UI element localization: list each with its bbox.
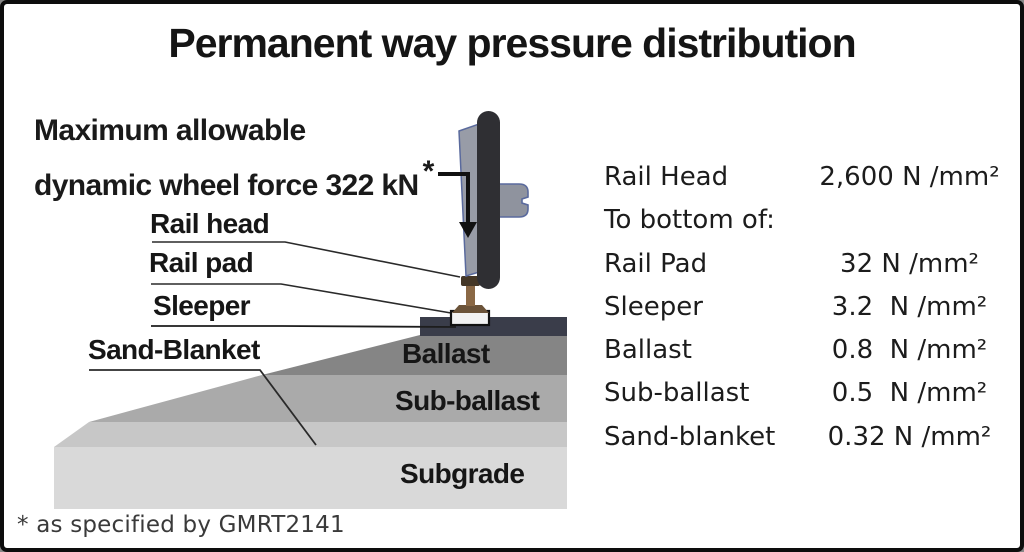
rail-pad-leader-line	[151, 283, 452, 314]
rail-web-shape	[466, 284, 475, 306]
row-label: Ballast	[604, 335, 692, 366]
label-sleeper: Sleeper	[153, 290, 251, 321]
force-arrow-head	[459, 222, 477, 238]
row-label: Sand-blanket	[604, 421, 776, 452]
page-title: Permanent way pressure distribution	[168, 20, 856, 66]
sand-blanket-layer	[54, 422, 567, 447]
pressure-table: Rail Head 2,600 N /mm² To bottom of: Rai…	[604, 162, 1012, 465]
cross-section-diagram	[54, 111, 567, 509]
row-value: 0.32 N /mm²	[827, 421, 992, 452]
row-label: Sub-ballast	[604, 378, 750, 409]
footnote: * as specified by GMRT2141	[17, 512, 345, 538]
force-arrow-line	[438, 172, 470, 224]
rail-head-leader-line	[152, 241, 461, 278]
wheel-force-line1: Maximum allowable	[34, 114, 306, 147]
subgrade-layer	[54, 447, 567, 509]
table-row: Rail Pad 32 N /mm²	[604, 249, 1012, 292]
row-value: 2,600 N /mm²	[819, 162, 1000, 192]
axle-outline	[489, 183, 529, 218]
table-row: Sleeper 3.2 N /mm²	[604, 292, 1012, 335]
wheel-rim-shape	[477, 111, 500, 289]
label-rail-head: Rail head	[150, 208, 270, 239]
label-sand-blanket: Sand-Blanket	[88, 334, 260, 365]
table-row: Sub-ballast 0.5 N /mm²	[604, 378, 1012, 421]
sand-blanket-leader-line	[89, 369, 317, 446]
row-value: 32 N /mm²	[840, 248, 979, 279]
wheel-force-line2: dynamic wheel force 322 kN*	[34, 155, 435, 202]
footnote-asterisk: *	[422, 155, 435, 188]
table-row: Sand-blanket 0.32 N /mm²	[604, 422, 1012, 465]
row-value: 3.2 N /mm²	[831, 291, 988, 322]
row-label: Rail Head	[604, 162, 729, 192]
label-ballast: Ballast	[402, 338, 490, 369]
sub-ballast-layer	[89, 375, 567, 422]
row-label: Sleeper	[604, 291, 703, 322]
rail-foot-shape	[452, 305, 489, 313]
table-row: To bottom of:	[604, 205, 1012, 248]
row-value: 0.8 N /mm²	[831, 335, 988, 366]
rail-head-shape	[461, 276, 480, 286]
label-subgrade: Subgrade	[400, 458, 525, 489]
table-row: Ballast 0.8 N /mm²	[604, 335, 1012, 378]
rail-pad-shape	[449, 309, 491, 327]
row-label: To bottom of:	[604, 205, 775, 236]
row-value: 0.5 N /mm²	[831, 378, 988, 409]
wheel-force-label: Maximum allowable dynamic wheel force 32…	[34, 110, 434, 206]
label-sub-ballast: Sub-ballast	[395, 385, 540, 416]
label-rail-pad: Rail pad	[149, 247, 254, 278]
ballast-layer	[262, 335, 567, 375]
table-row: Rail Head 2,600 N /mm²	[604, 162, 1012, 205]
row-label: Rail Pad	[604, 248, 708, 279]
sleeper-leader-line	[151, 325, 457, 328]
